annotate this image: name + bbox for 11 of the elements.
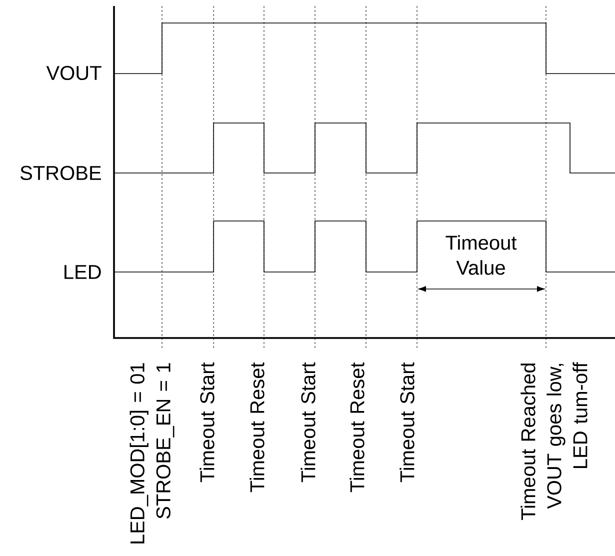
event-label: Timeout Reached VOUT goes low, LED tum-off	[520, 362, 588, 520]
event-label: LED_MOD[1:0] = 01 STROBE_EN = 1	[130, 363, 174, 544]
event-label: Timeout Start	[300, 362, 316, 482]
signal-label: VOUT	[46, 66, 102, 80]
event-label: Timeout Start	[400, 362, 414, 482]
dimension-label: Timeout Value	[446, 235, 517, 275]
signal-label: LED	[64, 265, 101, 279]
event-label: Timeout Start	[200, 362, 214, 482]
event-label: Timeout Reset	[350, 362, 364, 492]
signal-label: STROBE	[20, 166, 101, 180]
event-label: Timeout Reset	[250, 362, 264, 492]
